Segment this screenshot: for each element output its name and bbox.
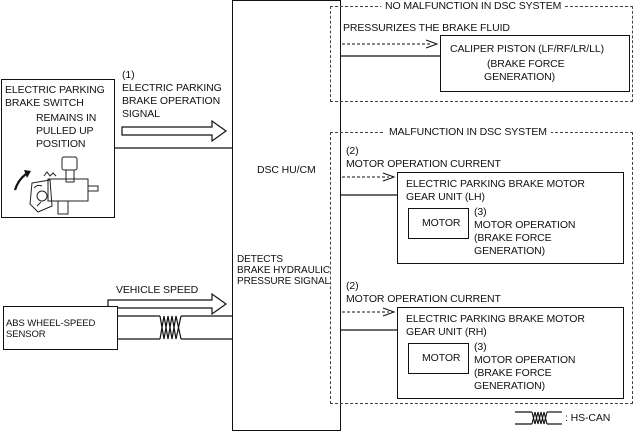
motor-gear-unit-lh-box: ELECTRIC PARKING BRAKE MOTOR GEAR UNIT (… (397, 172, 624, 264)
malfunction-title: MALFUNCTION IN DSC SYSTEM (385, 126, 551, 139)
operation-signal-arrow (121, 119, 228, 143)
abs-line1: ABS WHEEL-SPEED (6, 318, 96, 329)
rh-current-label: MOTOR OPERATION CURRENT (346, 293, 501, 305)
rh-op-number: (3) (474, 341, 487, 353)
caliper-line2: (BRAKE FORCE (487, 58, 565, 70)
motor-gear-unit-rh-box: ELECTRIC PARKING BRAKE MOTOR GEAR UNIT (… (397, 307, 624, 399)
switch-note-line1: REMAINS IN (36, 112, 97, 124)
parking-brake-switch-illustration (13, 156, 99, 215)
signal1-number: (1) (122, 69, 135, 81)
rh-op-line3: GENERATION) (474, 380, 546, 392)
rh-unit-line1: ELECTRIC PARKING BRAKE MOTOR (406, 313, 585, 325)
dsc-detect-line1: DETECTS (237, 254, 283, 265)
pressurize-arrowhead (425, 39, 439, 49)
lh-unit-line1: ELECTRIC PARKING BRAKE MOTOR (406, 178, 585, 190)
pull-up-arrow-icon (13, 170, 31, 191)
no-malfunction-title: NO MALFUNCTION IN DSC SYSTEM (381, 0, 566, 13)
lh-unit-line2: GEAR UNIT (LH) (406, 191, 485, 203)
lh-current-number: (2) (346, 145, 359, 157)
caliper-line1: CALIPER PISTON (LF/RF/LR/LL) (450, 43, 604, 55)
lh-motor-label: MOTOR (422, 217, 461, 229)
switch-title-line1: ELECTRIC PARKING (5, 84, 105, 96)
parking-brake-switch-box: ELECTRIC PARKING BRAKE SWITCH REMAINS IN… (1, 79, 115, 218)
rh-arrowhead (382, 307, 396, 317)
lh-op-line2: (BRAKE FORCE (474, 232, 552, 244)
legend-hs-can-label: : HS-CAN (565, 412, 611, 424)
signal1-line1: ELECTRIC PARKING (122, 82, 222, 94)
signal1-line3: SIGNAL (122, 108, 160, 120)
signal1-line2: BRAKE OPERATION (122, 95, 221, 107)
rh-op-line1: MOTOR OPERATION (474, 354, 576, 366)
lh-op-line3: GENERATION) (474, 245, 546, 257)
caliper-line3: GENERATION) (484, 71, 556, 83)
dsc-label: DSC HU/CM (257, 164, 316, 176)
dsc-hu-cm-box: DSC HU/CM DETECTS BRAKE HYDRAULIC PRESSU… (232, 0, 341, 431)
lh-arrowhead (382, 172, 396, 182)
abs-line2: SENSOR (6, 329, 46, 340)
dsc-detect-line3: PRESSURE SIGNAL (237, 276, 330, 287)
rh-motor-box: MOTOR (408, 343, 469, 374)
rh-unit-line2: GEAR UNIT (RH) (406, 326, 487, 338)
switch-note-line3: POSITION (36, 138, 86, 150)
lh-op-line1: MOTOR OPERATION (474, 219, 576, 231)
vehicle-speed-label: VEHICLE SPEED (116, 284, 199, 296)
pressurize-label: PRESSURIZES THE BRAKE FLUID (343, 22, 510, 34)
rh-motor-label: MOTOR (422, 352, 461, 364)
rh-op-line2: (BRAKE FORCE (474, 367, 552, 379)
caliper-piston-box: CALIPER PISTON (LF/RF/LR/LL) (BRAKE FORC… (440, 35, 630, 92)
vehicle-speed-arrow (107, 292, 228, 316)
rh-current-number: (2) (346, 280, 359, 292)
legend-twisted-pair-icon (531, 411, 548, 425)
lh-motor-box: MOTOR (408, 208, 469, 239)
abs-wheel-speed-sensor-box: ABS WHEEL-SPEED SENSOR (3, 306, 118, 350)
lh-op-number: (3) (474, 206, 487, 218)
lh-current-label: MOTOR OPERATION CURRENT (346, 158, 501, 170)
twisted-pair-icon (159, 315, 182, 340)
switch-title-line2: BRAKE SWITCH (5, 97, 84, 109)
switch-note-line2: PULLED UP (36, 125, 94, 137)
switch-knob-icon (61, 156, 78, 171)
dsc-detect-line2: BRAKE HYDRAULIC (237, 265, 330, 276)
